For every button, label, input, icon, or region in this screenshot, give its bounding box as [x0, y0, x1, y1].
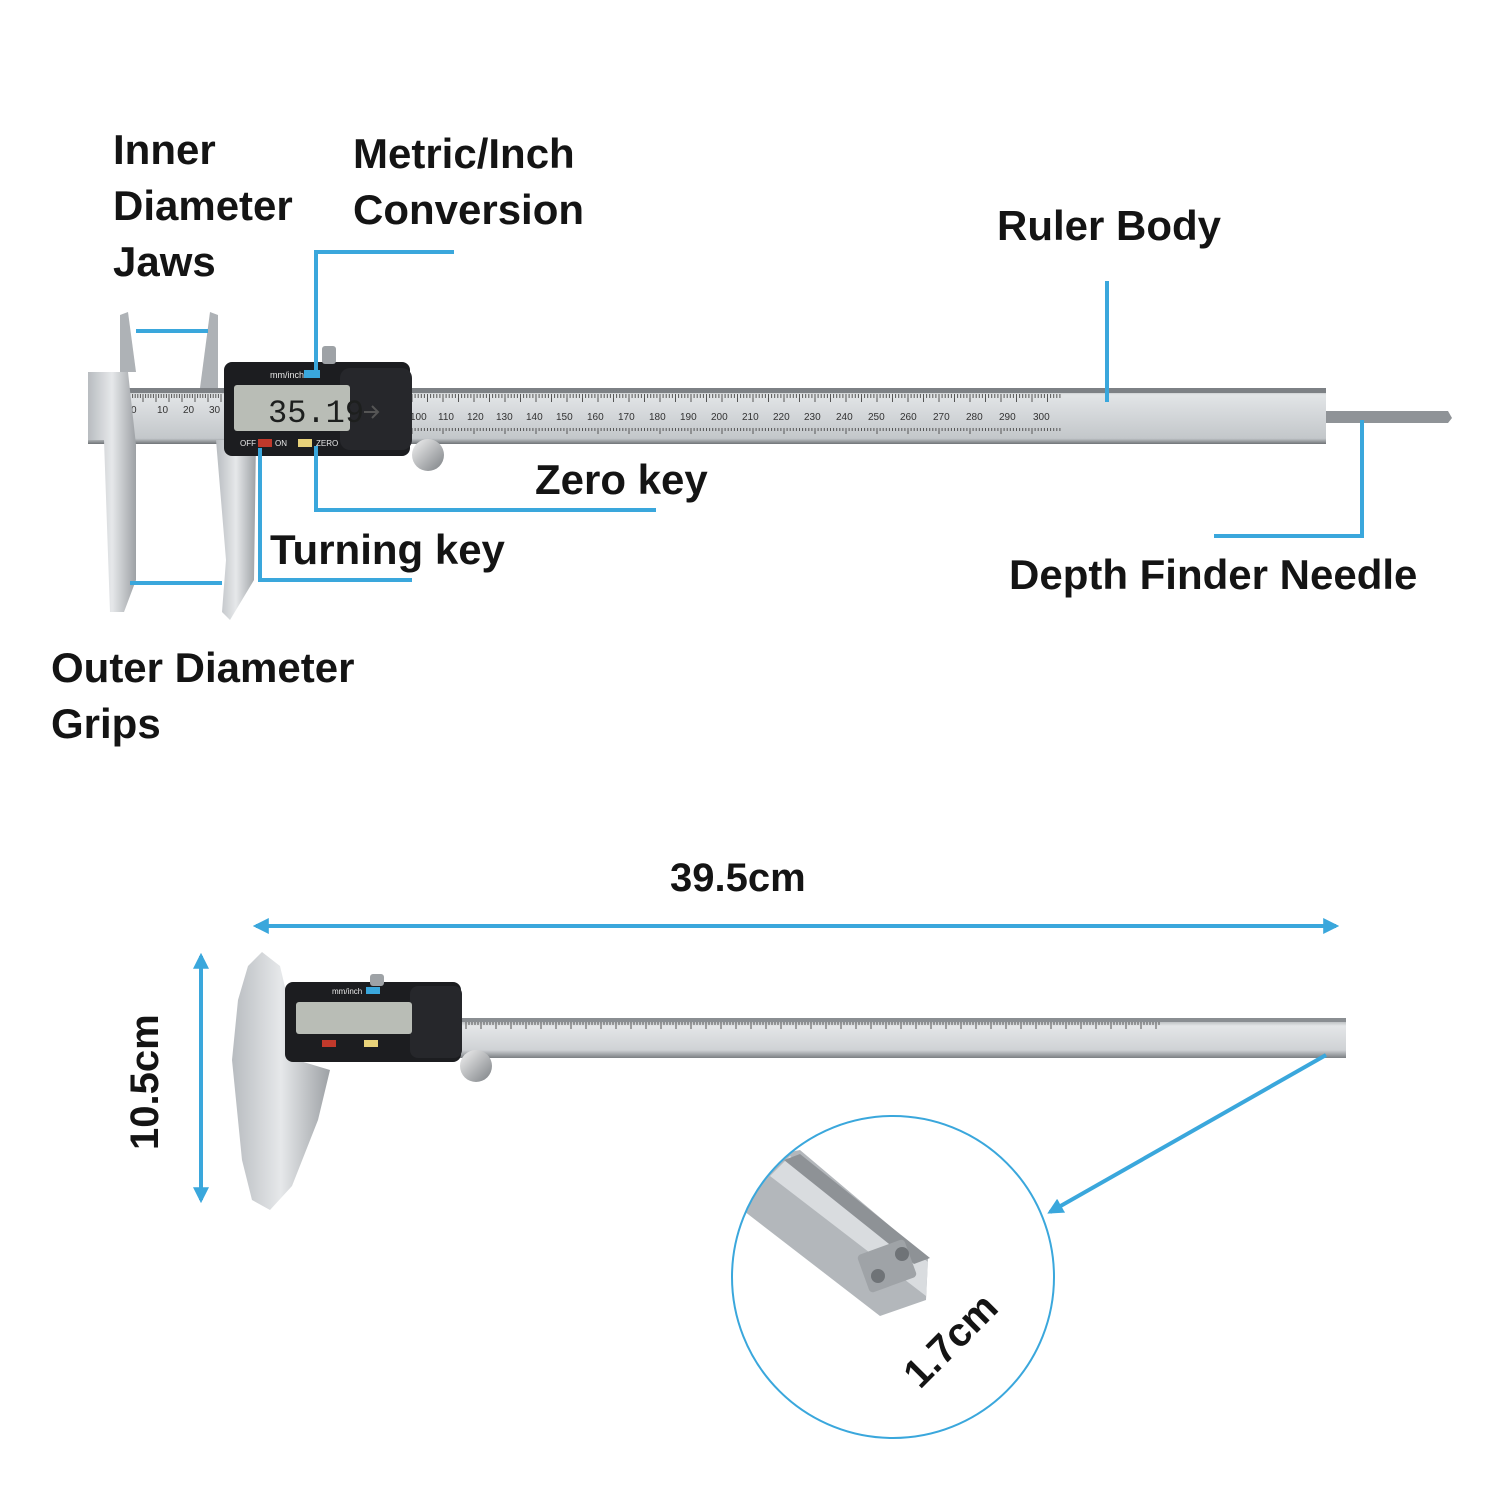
ruler-graduations	[129, 394, 1061, 434]
zero-label: ZERO	[316, 439, 338, 448]
svg-text:140: 140	[526, 412, 543, 423]
svg-text:20: 20	[183, 405, 195, 416]
ruler-scale-numbers: 0 10 20 30 100 110 120 130 140 150 160 1…	[131, 405, 1050, 423]
svg-text:270: 270	[933, 412, 950, 423]
svg-text:200: 200	[711, 412, 728, 423]
length-label: 39.5cm	[670, 856, 806, 900]
bottom-caliper: mm/inch	[232, 952, 1346, 1210]
label-depth-finder-needle: Depth Finder Needle	[1009, 551, 1418, 598]
height-label: 10.5cm	[123, 1014, 167, 1150]
svg-text:260: 260	[900, 412, 917, 423]
ruler-graduations-bottom	[465, 1022, 1160, 1029]
sliding-inner-jaw	[200, 312, 218, 388]
on-label: ON	[275, 439, 287, 448]
leader-lines	[130, 250, 1364, 585]
svg-text:250: 250	[868, 412, 885, 423]
top-caliper: 0 10 20 30 100 110 120 130 140 150 160 1…	[88, 312, 1452, 620]
svg-text:180: 180	[649, 412, 666, 423]
label-zero-key: Zero key	[535, 456, 708, 503]
svg-text:100: 100	[410, 412, 427, 423]
label-inner-diameter-jaws: Inner Diameter Jaws	[113, 126, 293, 285]
fixed-jaw-bottom	[232, 952, 330, 1210]
svg-text:290: 290	[999, 412, 1016, 423]
unit-label: mm/inch	[270, 370, 304, 380]
sliding-outer-jaw	[216, 440, 256, 620]
svg-text:110: 110	[438, 412, 454, 423]
svg-text:30: 30	[209, 405, 221, 416]
end-cap-screw-1	[871, 1269, 885, 1283]
thumb-wheel[interactable]	[412, 439, 444, 471]
label-ruler-body: Ruler Body	[997, 202, 1222, 249]
svg-text:160: 160	[587, 412, 604, 423]
svg-text:130: 130	[496, 412, 513, 423]
svg-text:190: 190	[680, 412, 697, 423]
fixed-outer-jaw	[88, 372, 136, 612]
unit-label-bottom: mm/inch	[332, 987, 362, 996]
lcd-reading: 35.19	[268, 395, 364, 432]
lcd-screen-bottom	[296, 1002, 412, 1034]
off-label: OFF	[240, 439, 256, 448]
on-button[interactable]	[258, 439, 272, 447]
label-outer-diameter-grips: Outer Diameter Grips	[51, 644, 355, 747]
svg-text:150: 150	[556, 412, 573, 423]
zoom-pointer	[1047, 1053, 1327, 1214]
svg-text:170: 170	[618, 412, 635, 423]
lcd-screen	[234, 385, 350, 431]
svg-text:230: 230	[804, 412, 821, 423]
depth-needle	[1320, 411, 1452, 423]
end-cap-screw-2	[895, 1247, 909, 1261]
zoom-detail	[731, 1115, 1055, 1439]
zero-button[interactable]	[298, 439, 312, 447]
svg-text:120: 120	[467, 412, 484, 423]
label-metric-inch-conversion: Metric/Inch Conversion	[353, 130, 585, 233]
fixed-inner-jaw	[120, 312, 136, 372]
svg-text:240: 240	[836, 412, 853, 423]
svg-text:300: 300	[1033, 412, 1050, 423]
svg-text:10: 10	[157, 405, 169, 416]
thumb-wheel-bottom[interactable]	[460, 1050, 492, 1082]
svg-text:280: 280	[966, 412, 983, 423]
svg-text:0: 0	[131, 405, 137, 416]
svg-text:220: 220	[773, 412, 790, 423]
svg-text:210: 210	[742, 412, 759, 423]
label-turning-key: Turning key	[270, 526, 505, 573]
